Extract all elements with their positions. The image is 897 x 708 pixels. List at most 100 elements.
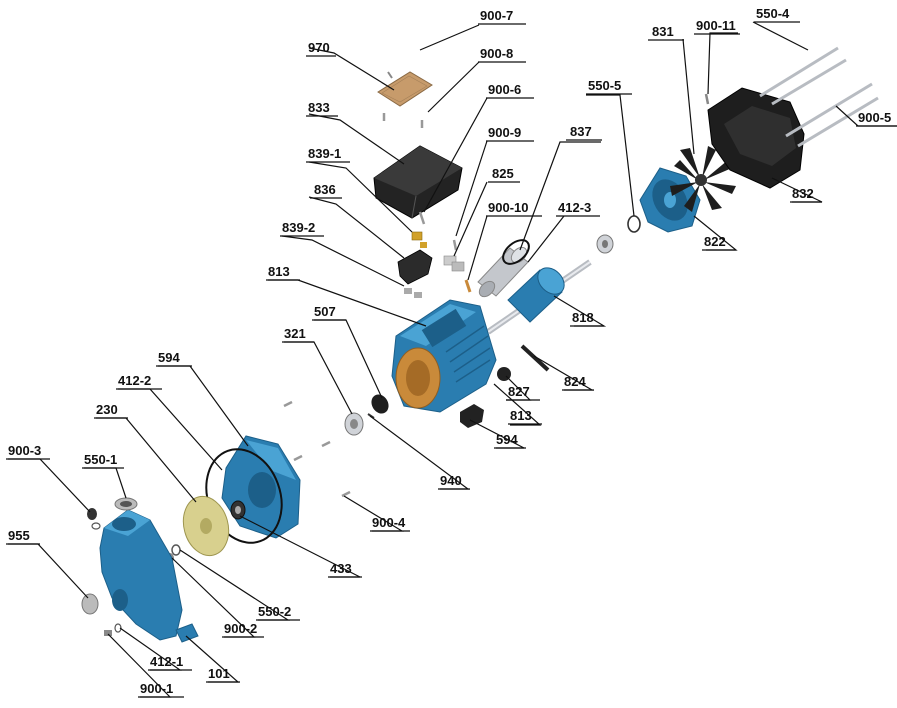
svg-text:900-6: 900-6 bbox=[488, 82, 521, 97]
svg-text:839-2: 839-2 bbox=[282, 220, 315, 235]
parts-layer bbox=[81, 46, 879, 643]
part-900-7-screw bbox=[387, 71, 393, 79]
svg-text:825: 825 bbox=[492, 166, 514, 181]
part-900-6-screw bbox=[418, 211, 426, 225]
callout-833: 833 bbox=[306, 100, 338, 117]
svg-text:900-11: 900-11 bbox=[696, 18, 736, 33]
svg-text:900-1: 900-1 bbox=[140, 681, 173, 696]
svg-text:594: 594 bbox=[158, 350, 180, 365]
part-839-1-terminal bbox=[411, 231, 427, 248]
callout-955: 955 bbox=[6, 528, 40, 545]
part-550-1-plug bbox=[114, 497, 138, 511]
part-836-terminal-block bbox=[397, 249, 433, 285]
callout-412-1: 412-1 bbox=[148, 654, 192, 671]
callout-550-1: 550-1 bbox=[82, 452, 124, 469]
part-321-bearing bbox=[344, 412, 364, 436]
svg-text:900-3: 900-3 bbox=[8, 443, 41, 458]
svg-text:550-4: 550-4 bbox=[756, 6, 790, 21]
callout-900-3: 900-3 bbox=[6, 443, 50, 460]
callout-822: 822 bbox=[702, 234, 736, 251]
part-818-rotor-shaft bbox=[486, 259, 592, 335]
callout-839-1: 839-1 bbox=[306, 146, 350, 163]
callout-433: 433 bbox=[328, 561, 362, 578]
svg-text:230: 230 bbox=[96, 402, 118, 417]
callout-550-2: 550-2 bbox=[256, 604, 300, 621]
svg-text:433: 433 bbox=[330, 561, 352, 576]
svg-text:900-8: 900-8 bbox=[480, 46, 513, 61]
svg-text:900-9: 900-9 bbox=[488, 125, 521, 140]
svg-text:940: 940 bbox=[440, 473, 462, 488]
callout-813-top: 813 bbox=[266, 264, 300, 281]
part-550-2-washer bbox=[171, 544, 181, 556]
part-831-fan bbox=[670, 146, 736, 212]
callout-550-5: 550-5 bbox=[586, 78, 632, 95]
callout-900-8: 900-8 bbox=[478, 46, 526, 63]
callout-900-1: 900-1 bbox=[138, 681, 184, 698]
part-900-10-screw bbox=[464, 279, 472, 293]
callout-321: 321 bbox=[282, 326, 314, 343]
callout-818: 818 bbox=[570, 310, 604, 327]
callout-507: 507 bbox=[312, 304, 346, 321]
callout-900-4: 900-4 bbox=[370, 515, 410, 532]
callout-900-6: 900-6 bbox=[486, 82, 534, 99]
svg-text:970: 970 bbox=[308, 40, 330, 55]
callout-827: 827 bbox=[506, 384, 540, 401]
part-900-5-rod bbox=[785, 82, 879, 148]
part-bearing-rear bbox=[596, 234, 614, 254]
callout-836: 836 bbox=[310, 182, 342, 199]
callout-825: 825 bbox=[488, 166, 520, 183]
svg-text:832: 832 bbox=[792, 186, 814, 201]
callout-970: 970 bbox=[306, 40, 336, 57]
svg-text:321: 321 bbox=[284, 326, 306, 341]
callout-831: 831 bbox=[648, 24, 684, 41]
svg-text:900-10: 900-10 bbox=[488, 200, 528, 215]
svg-text:833: 833 bbox=[308, 100, 330, 115]
part-230-impeller bbox=[182, 495, 230, 557]
callout-900-10: 900-10 bbox=[486, 200, 542, 217]
svg-text:839-1: 839-1 bbox=[308, 146, 341, 161]
svg-text:900-2: 900-2 bbox=[224, 621, 257, 636]
callout-900-2: 900-2 bbox=[222, 621, 264, 638]
svg-text:955: 955 bbox=[8, 528, 30, 543]
part-594-pump-cover bbox=[221, 435, 301, 539]
part-955-drain bbox=[81, 593, 99, 615]
callout-594-front: 594 bbox=[494, 432, 526, 449]
callout-412-3: 412-3 bbox=[556, 200, 600, 217]
callout-837: 837 bbox=[566, 124, 602, 141]
callout-550-4: 550-4 bbox=[754, 6, 800, 23]
callout-824: 824 bbox=[562, 374, 594, 391]
part-813-motor-housing bbox=[391, 299, 497, 413]
svg-text:827: 827 bbox=[508, 384, 530, 399]
callout-900-11: 900-11 bbox=[694, 18, 740, 35]
callout-940: 940 bbox=[438, 473, 470, 490]
callout-labels: 900-7 970 900-8 833 900-6 900-9 839-1 82… bbox=[6, 6, 897, 698]
svg-text:831: 831 bbox=[652, 24, 674, 39]
part-900-8-screw bbox=[382, 113, 424, 128]
part-550-5-ring bbox=[627, 215, 641, 233]
svg-text:822: 822 bbox=[704, 234, 726, 249]
svg-text:550-5: 550-5 bbox=[588, 78, 621, 93]
part-833-terminal-cover bbox=[373, 145, 463, 219]
part-594-foot-front bbox=[460, 404, 484, 428]
part-832-fan-cover bbox=[707, 87, 805, 189]
svg-text:813: 813 bbox=[510, 408, 532, 423]
svg-text:412-2: 412-2 bbox=[118, 373, 151, 388]
part-900-11-screw bbox=[704, 93, 710, 105]
svg-text:837: 837 bbox=[570, 124, 592, 139]
svg-text:101: 101 bbox=[208, 666, 230, 681]
callout-839-2: 839-2 bbox=[280, 220, 324, 237]
part-970-nameplate bbox=[377, 71, 433, 107]
svg-text:813: 813 bbox=[268, 264, 290, 279]
part-412-3-oring bbox=[502, 239, 530, 265]
part-507-slinger bbox=[371, 394, 389, 414]
svg-text:824: 824 bbox=[564, 374, 586, 389]
svg-text:836: 836 bbox=[314, 182, 336, 197]
callout-594-cover: 594 bbox=[156, 350, 192, 367]
svg-text:412-1: 412-1 bbox=[150, 654, 183, 669]
callout-813-bottom: 813 bbox=[508, 408, 542, 425]
svg-text:900-5: 900-5 bbox=[858, 110, 891, 125]
part-824-key bbox=[520, 344, 550, 372]
callout-900-5: 900-5 bbox=[856, 110, 897, 127]
callout-900-9: 900-9 bbox=[486, 125, 534, 142]
part-cover-bolts bbox=[283, 400, 351, 498]
